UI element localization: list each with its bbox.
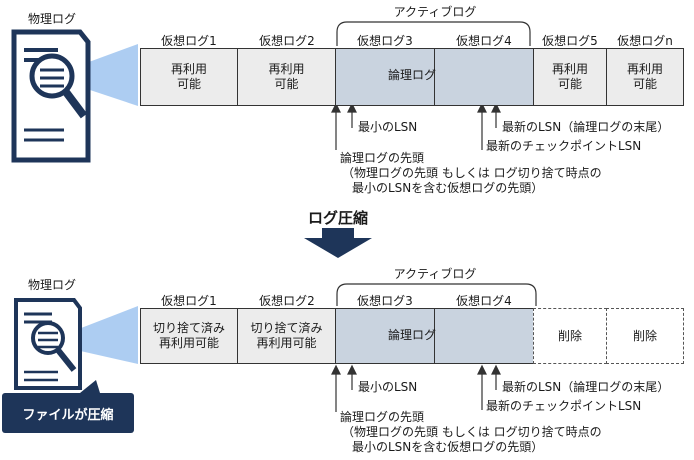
segment-header: 仮想ログ2 (259, 34, 315, 48)
logical-log-head-detail-top: （物理ログの先頭 もしくは ログ切り捨て時点の (342, 166, 602, 180)
deleted-segment: 削除 (533, 308, 607, 364)
segment-header: 仮想ログ1 (161, 294, 217, 308)
log-compression-heading: ログ圧縮 (308, 209, 369, 227)
segment-header: 仮想ログ4 (456, 294, 512, 308)
virtual-log-segment: 切り捨て済み 再利用可能 (140, 308, 238, 364)
segment-header: 仮想ログ5 (542, 34, 598, 48)
segment-header: 仮想ログn (617, 34, 673, 48)
active-log-bracket-top (336, 21, 531, 46)
virtual-log-segment: 切り捨て済み 再利用可能 (237, 308, 336, 364)
segment-header: 仮想ログ3 (357, 34, 413, 48)
document-magnifier-icon-bottom (14, 298, 82, 390)
callout-tail (80, 380, 100, 393)
logical-log-head-top: 論理ログの先頭 (340, 151, 425, 165)
checkpoint-lsn-label-top: 最新のチェックポイントLSN (486, 139, 642, 153)
logical-log-head-detail-top: 最小のLSNを含む仮想ログの先頭） (352, 181, 544, 195)
virtual-log-segment: 再利用 可能 (140, 48, 238, 106)
logical-log-head-detail-bottom: 最小のLSNを含む仮想ログの先頭） (352, 440, 544, 454)
logical-log-label-top: 論理ログ (388, 68, 437, 82)
file-compressed-callout: ファイルが圧縮 (2, 393, 134, 433)
segment-header: 仮想ログ3 (357, 294, 413, 308)
logical-log-label-bottom: 論理ログ (388, 328, 437, 342)
logical-log-head-bottom: 論理ログの先頭 (340, 410, 425, 424)
virtual-log-segment-active (434, 48, 534, 106)
latest-lsn-label-bottom: 最新のLSN（論理ログの末尾） (502, 380, 670, 394)
physical-log-label-top: 物理ログ (28, 12, 77, 26)
deleted-segment: 削除 (606, 308, 684, 364)
virtual-log-segment: 再利用 可能 (533, 48, 607, 106)
active-log-bracket-bottom (336, 283, 537, 306)
segment-header: 仮想ログ2 (259, 294, 315, 308)
magnifier-beam-top (78, 44, 138, 106)
min-lsn-label-top: 最小のLSN (358, 120, 418, 134)
compress-down-arrow (304, 228, 372, 258)
latest-lsn-label-top: 最新のLSN（論理ログの末尾） (502, 120, 670, 134)
pointer-arrows-top (331, 102, 501, 150)
virtual-log-segment: 再利用 可能 (237, 48, 336, 106)
virtual-log-segment-active (335, 308, 435, 364)
magnifier-beam-bottom (76, 306, 138, 364)
segment-header: 仮想ログ1 (161, 34, 217, 48)
segment-header: 仮想ログ4 (456, 34, 512, 48)
document-magnifier-icon-top (11, 29, 91, 163)
pointer-arrows-bottom (331, 364, 501, 412)
virtual-log-segment: 再利用 可能 (606, 48, 684, 106)
logical-log-head-detail-bottom: （物理ログの先頭 もしくは ログ切り捨て時点の (342, 425, 602, 439)
checkpoint-lsn-label-bottom: 最新のチェックポイントLSN (486, 399, 642, 413)
active-log-label-top: アクティブログ (393, 5, 477, 19)
virtual-log-segment-active (434, 308, 534, 364)
active-log-label-bottom: アクティブログ (393, 267, 477, 281)
physical-log-label-bottom: 物理ログ (28, 278, 77, 292)
min-lsn-label-bottom: 最小のLSN (358, 380, 418, 394)
